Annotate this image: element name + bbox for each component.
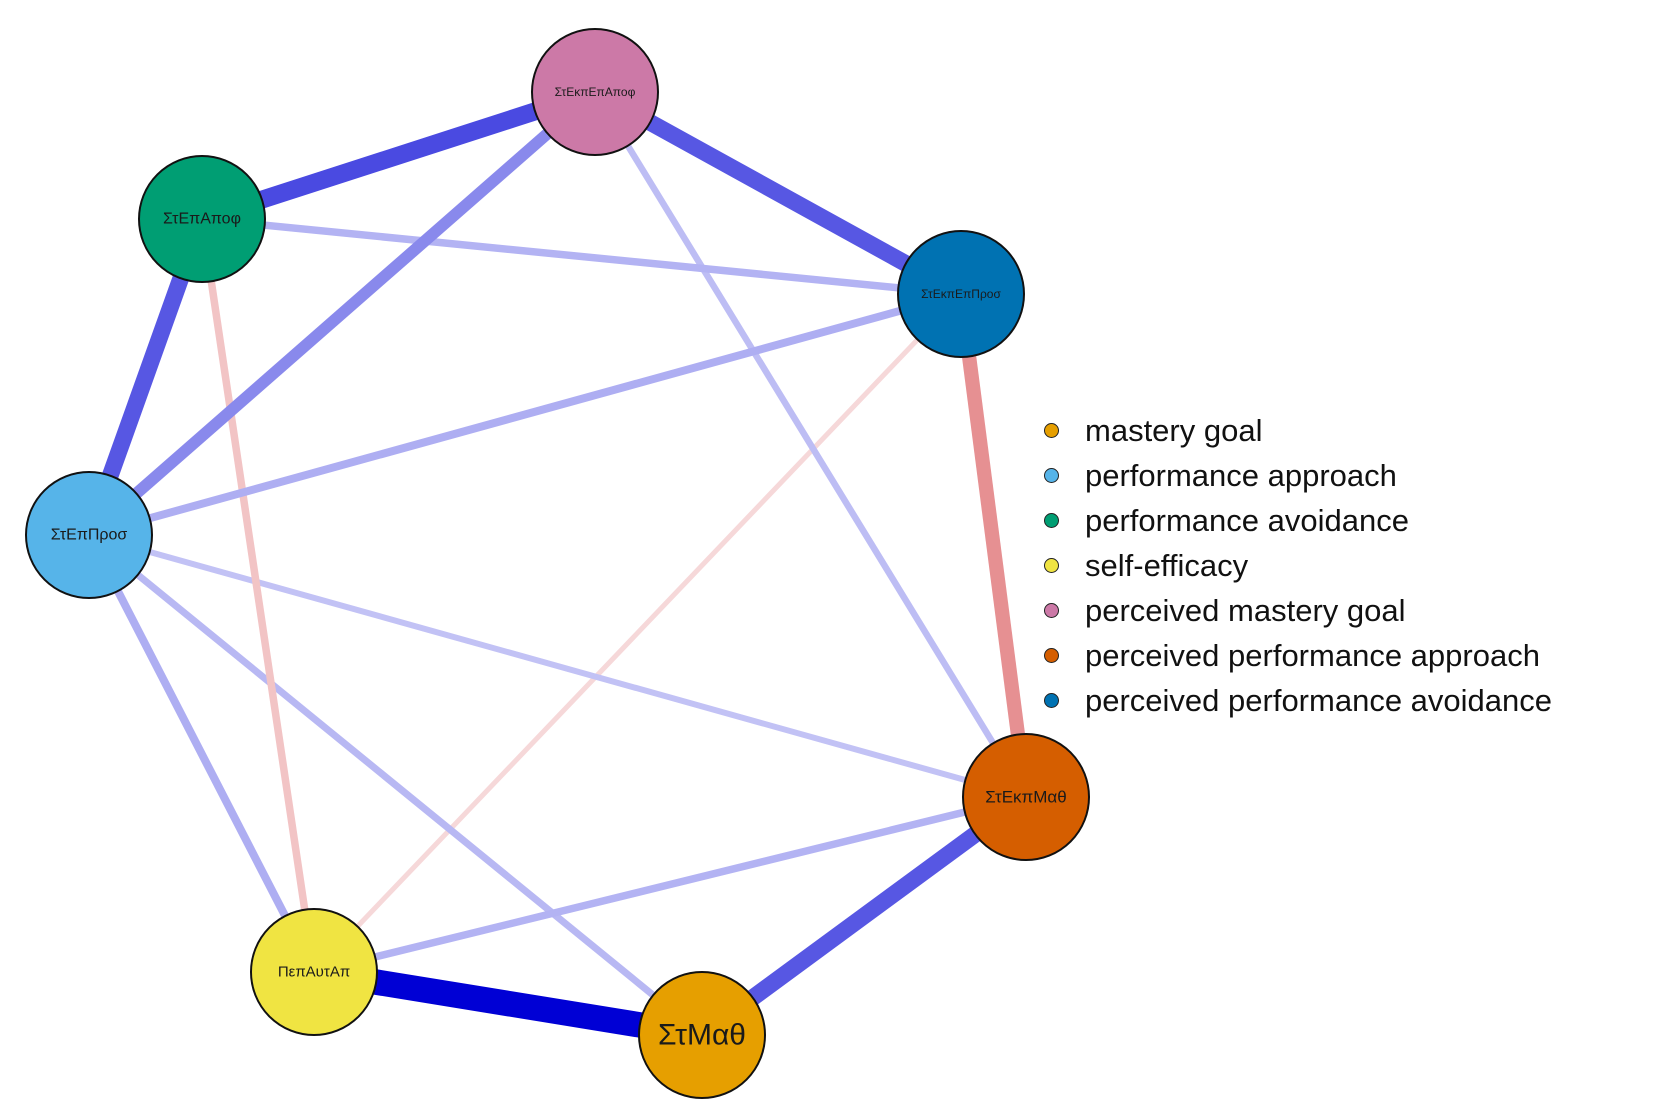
legend-label: performance avoidance (1085, 502, 1409, 538)
node-label: ΣτΕπΠροσ (51, 527, 128, 544)
legend-dot-icon (1044, 423, 1059, 438)
node-label: ΣτΕκπΜαθ (985, 788, 1066, 807)
legend-item-perceived-performance-approach: perceived performance approach (1040, 633, 1552, 678)
nodes-layer: ΣτΕκπΕπΑποφΣτΕπΑποφΣτΕκπΕπΠροσΣτΕπΠροσΣτ… (25, 28, 1090, 1099)
legend-dot-icon (1044, 693, 1059, 708)
legend-dot-icon (1044, 513, 1059, 528)
node-StEkpMath: ΣτΕκπΜαθ (962, 733, 1090, 861)
edge-StEpPros-PepAutAp (85, 533, 318, 974)
node-circle (962, 733, 1090, 861)
edge-StEkpEpPros-PepAutAp (312, 292, 963, 974)
node-label: ΣτΕπΑποφ (163, 211, 241, 228)
legend-label: perceived mastery goal (1085, 592, 1406, 628)
node-label: ΣτΜαθ (658, 1019, 746, 1052)
node-label: ΣτΕκπΕπΑποφ (555, 85, 636, 99)
legend-label: performance approach (1085, 457, 1397, 493)
legend-item-performance-avoidance: performance avoidance (1040, 498, 1552, 543)
edge-StEpPros-StMath (86, 532, 705, 1038)
edge-StEpApof-StEkpEpPros (201, 215, 962, 298)
node-StEkpEpPros: ΣτΕκπΕπΠροσ (897, 230, 1025, 358)
legend-item-perceived-performance-avoidance: perceived performance avoidance (1040, 678, 1552, 723)
legend-dot-icon (1044, 468, 1059, 483)
edge-StEkpEpApof-StEkpMath (592, 90, 1029, 799)
edge-StEpPros-StEkpEpPros (87, 290, 963, 539)
node-circle (531, 28, 659, 156)
node-circle (638, 971, 766, 1099)
node-label: ΠεπΑυτΑπ (278, 964, 350, 981)
edge-StEkpEpApof-StEpApof (199, 83, 598, 228)
legend-label: perceived performance avoidance (1085, 682, 1552, 718)
node-PepAutAp: ΠεπΑυτΑπ (250, 908, 378, 1036)
node-circle (25, 471, 153, 599)
node-label: ΣτΕκπΕπΠροσ (921, 287, 1001, 301)
node-circle (138, 155, 266, 283)
legend-label: self-efficacy (1085, 547, 1249, 583)
legend: mastery goal performance approach perfor… (1040, 408, 1552, 723)
edge-StEkpEpApof-StEpPros (85, 87, 599, 540)
legend-dot-icon (1044, 648, 1059, 663)
edge-StEkpEpPros-StEkpMath (953, 293, 1034, 798)
legend-label: perceived performance approach (1085, 637, 1540, 673)
edge-PepAutAp-StEkpMath (313, 793, 1027, 976)
node-StEpApof: ΣτΕπΑποφ (138, 155, 266, 283)
edge-StMath-StEkpMath (697, 790, 1031, 1042)
legend-item-performance-approach: performance approach (1040, 453, 1552, 498)
legend-item-mastery-goal: mastery goal (1040, 408, 1552, 453)
legend-dot-icon (1044, 603, 1059, 618)
edge-StEkpEpApof-StEkpEpPros (590, 84, 966, 302)
legend-item-perceived-mastery-goal: perceived mastery goal (1040, 588, 1552, 633)
legend-dot-icon (1044, 558, 1059, 573)
legend-label: mastery goal (1085, 412, 1263, 448)
edge-StMath-PepAutAp (311, 959, 705, 1048)
node-StEpPros: ΣτΕπΠροσ (25, 471, 153, 599)
node-circle (897, 230, 1025, 358)
node-StMath: ΣτΜαθ (638, 971, 766, 1099)
legend-item-self-efficacy: self-efficacy (1040, 543, 1552, 588)
edge-StEpPros-StEkpMath (88, 532, 1027, 800)
node-StEkpEpApof: ΣτΕκπΕπΑποφ (531, 28, 659, 156)
edge-StEpApof-PepAutAp (198, 218, 318, 973)
node-circle (250, 908, 378, 1036)
